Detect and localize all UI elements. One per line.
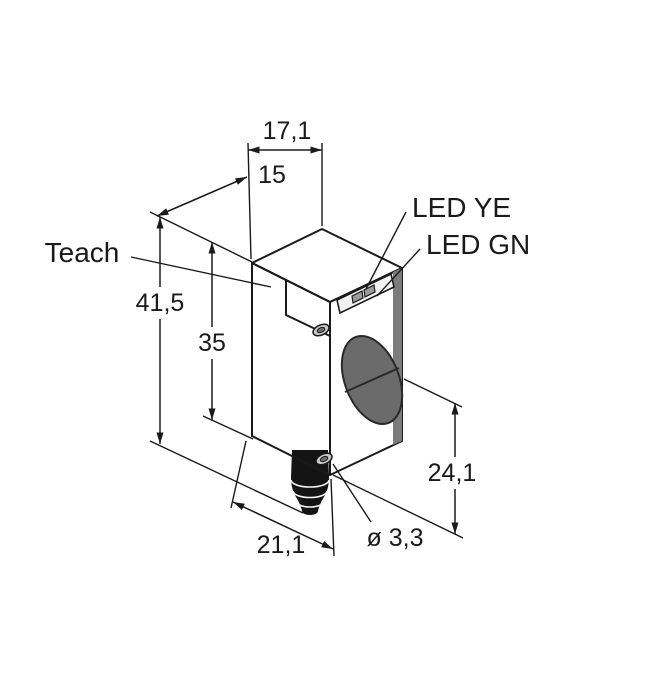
mounting-hole-top-bore: [316, 326, 326, 334]
connector-thread-ring: [292, 490, 328, 499]
lens-divider: [344, 367, 400, 393]
extension-line-top-reference: [149, 211, 253, 263]
leader-lines: [130, 211, 421, 523]
led-green-indicator: [363, 284, 376, 298]
label-led-green: LED GN: [426, 229, 530, 260]
extension-line-24-1-bottom: [332, 474, 464, 539]
dimension-line-21-1: [232, 501, 334, 550]
dimension-label-hole-diameter: ø 3,3: [367, 524, 424, 552]
extension-lines: [149, 142, 464, 557]
dimension-label-15: 15: [258, 161, 286, 189]
extension-line-21-1-right: [330, 478, 335, 557]
text-labels: 17,1 15 41,5 35 24,1 21,1 ø 3,3 Teach LE…: [45, 117, 531, 559]
dimension-label-24-1: 24,1: [428, 459, 477, 487]
dimension-lines: [156, 146, 459, 550]
housing-left-face: [251, 262, 331, 476]
label-led-yellow: LED YE: [412, 192, 511, 223]
dimension-line-15: [156, 176, 248, 217]
mounting-hole-top: [312, 323, 330, 337]
connector-thread-ring: [290, 479, 330, 488]
extension-line-17-1-left: [247, 142, 252, 260]
extension-line-41-5-bottom: [149, 440, 304, 514]
label-teach: Teach: [45, 237, 120, 268]
leader-hole-diameter: [332, 463, 372, 523]
extension-line-24-1-top: [403, 378, 463, 408]
dimension-label-35: 35: [198, 329, 226, 357]
dimension-label-17-1: 17,1: [263, 117, 312, 145]
leader-led-yellow: [365, 211, 407, 290]
extension-line-35-bottom: [202, 415, 254, 440]
leader-teach: [130, 256, 272, 288]
dimension-label-41-5: 41,5: [136, 289, 185, 317]
mounting-hole-bottom-bore: [319, 455, 329, 463]
connector-body: [291, 450, 329, 515]
led-yellow-indicator: [351, 290, 364, 304]
mounting-hole-bottom: [315, 452, 333, 466]
leader-led-green: [376, 248, 421, 297]
sensor-housing: [251, 228, 404, 476]
dimension-label-21-1: 21,1: [257, 531, 306, 559]
extension-line-21-1-left: [230, 440, 247, 509]
